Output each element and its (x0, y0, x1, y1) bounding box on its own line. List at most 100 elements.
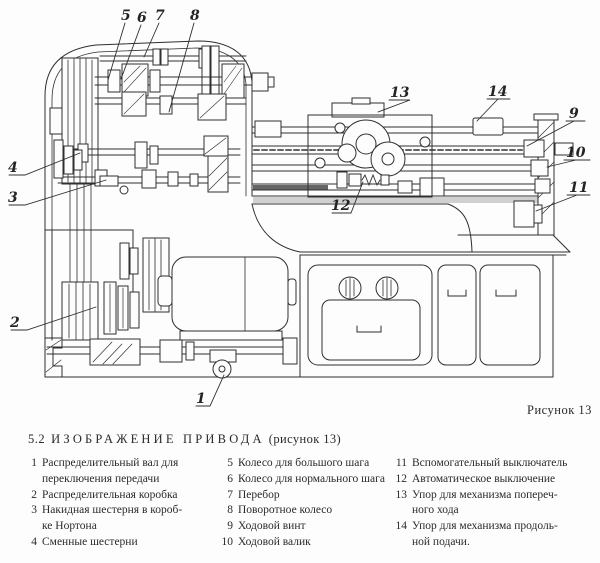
leader-9 (526, 120, 586, 147)
legend-item-text: Поворотное колесо (238, 504, 333, 517)
figure-area: 5 6 7 8 4 3 2 1 12 13 14 9 10 11 Рисунок… (8, 8, 592, 417)
legend-item: 14 Упор для механизма продоль- ной подач… (393, 519, 590, 551)
section-heading: 5.2 ИЗОБРАЖЕНИЕ ПРИВОДА(рисунок 13) (28, 432, 594, 447)
cabinet-door-wide (479, 264, 541, 366)
legend-item-text: Распределительная коробка (42, 488, 178, 501)
auto-stop-mechanism (336, 171, 390, 189)
legend-item-number: 2 (31, 488, 37, 501)
callouts: 5 6 7 8 4 3 2 1 12 13 14 9 10 11 (8, 8, 591, 407)
heading-suffix: (рисунок 13) (268, 432, 342, 446)
heading-title: ИЗОБРАЖЕНИЕ ПРИВОДА (51, 432, 265, 446)
cabinet-door-narrow (437, 264, 477, 366)
door-handle (447, 289, 467, 297)
legend-item-number: 11 (395, 457, 407, 469)
legend-item-text: Накидная шестерня в короб- ке Нортона (42, 504, 183, 533)
callout-8: 8 (190, 8, 200, 24)
legend-item-text: Ходовой винт (238, 520, 306, 533)
callout-3: 3 (8, 190, 18, 206)
figure-caption: Рисунок 13 (527, 403, 592, 417)
leader-6 (120, 24, 142, 80)
callout-5: 5 (121, 8, 131, 24)
legend-column-1: 1 Распределительный вал для переключения… (28, 456, 209, 551)
drive-belt (69, 183, 92, 283)
leader-4 (8, 152, 81, 176)
legend-item: 11 Вспомогательный выключатель (393, 456, 590, 472)
legend-item-number: 14 (395, 520, 408, 533)
door-handle (356, 325, 382, 333)
apron-handwheel (314, 157, 326, 169)
callout-6: 6 (137, 10, 147, 26)
leader-12 (331, 181, 364, 214)
legend-item: 13 Упор для механизма попереч- ного хода (393, 488, 590, 520)
leader-10 (546, 159, 591, 168)
legend-item-number: 13 (395, 488, 408, 501)
legend-item-text: Упор для механизма продоль- ной подачи. (412, 520, 558, 548)
spindle-nose (251, 72, 269, 92)
apron-body (307, 114, 433, 198)
legend-item-text: Распределительный вал для переключения п… (42, 457, 179, 485)
carriage-apron (307, 97, 433, 198)
legend-item: 10 Ходовой валик (219, 535, 385, 551)
callout-1: 1 (196, 391, 206, 407)
callout-9: 9 (569, 106, 579, 122)
heading-number: 5.2 (28, 432, 46, 446)
legend-item: 12 Автоматическое выключение (393, 472, 590, 488)
legend-column-3: 11 Вспомогательный выключатель 12 Автома… (393, 456, 590, 551)
legend-item: 5 Колесо для большого шага (219, 456, 385, 472)
change-gears (53, 139, 83, 179)
callout-10: 10 (566, 145, 586, 161)
legend-item-number: 5 (227, 457, 233, 469)
legend-item-text: Упор для механизма попереч- ного хода (412, 488, 558, 517)
legend-item: 8 Поворотное колесо (219, 503, 385, 519)
legend-item: 3 Накидная шестерня в короб- ке Нортона (28, 503, 209, 535)
norton-swing-gear (99, 175, 119, 187)
legend-item-text: Перебор (238, 488, 280, 501)
legend-item-number: 9 (227, 520, 233, 533)
callout-13: 13 (390, 85, 410, 101)
lathe-diagram: 5 6 7 8 4 3 2 1 12 13 14 9 10 11 Рисунок… (8, 8, 592, 417)
legend-item: 4 Сменные шестерни (28, 535, 209, 551)
feed-gearbox (57, 141, 241, 195)
switch-rod (251, 177, 538, 197)
text-section: 5.2 ИЗОБРАЖЕНИЕ ПРИВОДА(рисунок 13) 1 Рас… (0, 422, 600, 551)
shaft-roller (212, 359, 232, 379)
legend-item: 7 Перебор (219, 488, 385, 504)
legend-item-number: 7 (227, 488, 233, 501)
left-rod-bracket (203, 135, 229, 193)
base-cabinet (44, 203, 571, 378)
legend-item-number: 8 (227, 504, 233, 517)
legend-item-text: Автоматическое выключение (412, 472, 556, 485)
motor-base (179, 330, 283, 341)
callout-4: 4 (8, 160, 18, 176)
leader-11 (535, 194, 591, 212)
control-shaft (46, 337, 298, 379)
leader-3 (8, 179, 107, 206)
legend-item-number: 12 (395, 472, 408, 485)
lead-screw-end (523, 139, 545, 158)
legend-item-text: Колесо для нормального шага (238, 472, 385, 485)
cabinet-door-large (307, 264, 433, 366)
legend-item-text: Сменные шестерни (42, 535, 138, 548)
electric-motor (157, 256, 297, 341)
longitudinal-stop-block (472, 117, 504, 136)
legend-item-text: Колесо для большого шага (238, 457, 370, 469)
legend-item-number: 4 (31, 535, 37, 548)
legend-item-number: 1 (31, 457, 37, 469)
legend-item-text: Ходовой валик (238, 535, 311, 548)
callout-12: 12 (331, 198, 351, 214)
leader-13 (377, 99, 411, 113)
callout-11: 11 (569, 180, 588, 196)
norton-gearbox-gears (103, 242, 140, 335)
callout-7: 7 (155, 8, 165, 24)
leader-1 (195, 374, 225, 407)
leader-7 (143, 22, 160, 58)
rod-end-fittings (254, 117, 574, 194)
legend-item-text: Вспомогательный выключатель (412, 457, 568, 469)
lathe-bed (251, 195, 541, 205)
door-handle (495, 289, 517, 297)
legend-item: 1 Распределительный вал для переключения… (28, 456, 209, 488)
auxiliary-switch (513, 192, 543, 228)
callout-14: 14 (488, 84, 507, 100)
leader-2 (10, 306, 97, 331)
